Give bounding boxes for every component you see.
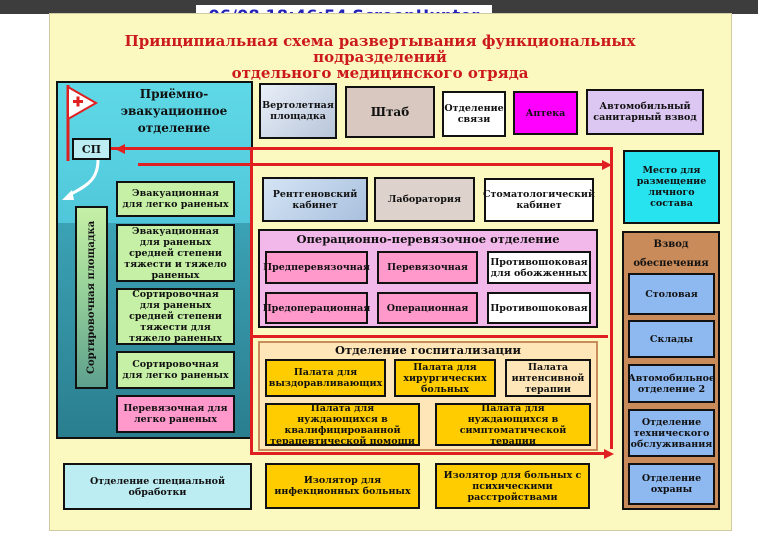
evac-light-box: Эвакуационная для легко раненых [116,181,235,217]
sort-medium-box: Сортировочная для раненых средней степен… [116,288,235,345]
qualified-ward-box: Палата для нуждающихся в квалифицированн… [265,403,420,447]
infectious-isolator-box: Изолятор для инфекционных больных [265,463,420,509]
ambulance-box: Автомобильный санитарный взвод [586,89,704,135]
dressing-light-box: Перевязочная для легко раненых [116,395,235,433]
symptomatic-ward-box: Палата для нуждающихся в симптоматическо… [435,403,591,447]
flow-line-right [610,147,613,449]
tech-box: Отделение технического обслуживания [628,409,715,457]
flow-arrow-right-lower [604,448,614,459]
warehouses-box: Склады [628,320,715,358]
hq-box: Штаб [345,86,435,138]
flow-line-sp [111,147,125,150]
hospital-title: Отделение госпитализации [334,343,522,357]
pharmacy-box: Аптека [513,91,578,135]
red-cross-flag-icon [66,85,99,161]
operating-title: Операционно-перевязочное отделение [296,232,560,246]
auto2-box: Автомобильное отделение 2 [628,364,715,403]
antishock-burns-box: Противошоковая для обожженных [487,251,591,284]
pre-op-box: Предоперационная [263,292,370,324]
helipad-box: Вертолетная площадка [259,83,337,139]
sort-light-box: Сортировочная для легко раненых [116,351,235,389]
title-line-2: отдельного медицинского отряда [231,64,529,82]
special-treatment-box: Отделение специальной обработки [63,463,252,510]
mental-isolator-box: Изолятор для больных с психическими расс… [435,463,590,509]
reception-title: Приёмно-эвакуационное отделение [120,87,228,135]
flow-line-mid [250,335,608,338]
evac-medium-box: Эвакуационная для раненых средней степен… [116,224,235,282]
pre-dressing-box: Предперевязочная [263,251,370,284]
personnel-box: Место для размещение личного состава [623,150,720,224]
surgical-ward-box: Палата для хирургических больных [394,359,496,397]
dental-box: Стоматологический кабинет [483,178,595,222]
sp-box: СП [72,138,111,160]
sp-curve-arrow [62,159,100,200]
xray-box: Рентгеновский кабинет [262,177,368,222]
comm-box: Отделение связи [442,91,506,137]
guard-box: Отделение охраны [628,463,715,505]
support-title: Взвод обеспечения [633,239,709,269]
icu-ward-box: Палата интенсивной терапии [505,359,591,397]
flow-arrow-right-upper [602,159,612,170]
op-box: Операционная [377,292,478,324]
lab-box: Лаборатория [374,177,475,222]
sorting-area [75,206,108,389]
sorting-area-label: Сортировочная площадка [86,220,97,375]
flow-line-upper [138,163,603,166]
title-line-1: Принципиальная схема развертывания функц… [124,32,636,66]
flow-line-top [125,147,613,150]
diagram-title: Принципиальная схема развертывания функц… [60,33,700,81]
dressing-box: Перевязочная [377,251,478,284]
flow-line-left [250,150,253,455]
antishock-box: Противошоковая [487,292,591,324]
canteen-box: Столовая [628,273,715,315]
recovering-ward-box: Палата для выздоравливающих [265,359,386,397]
flow-line-lower [250,452,605,455]
